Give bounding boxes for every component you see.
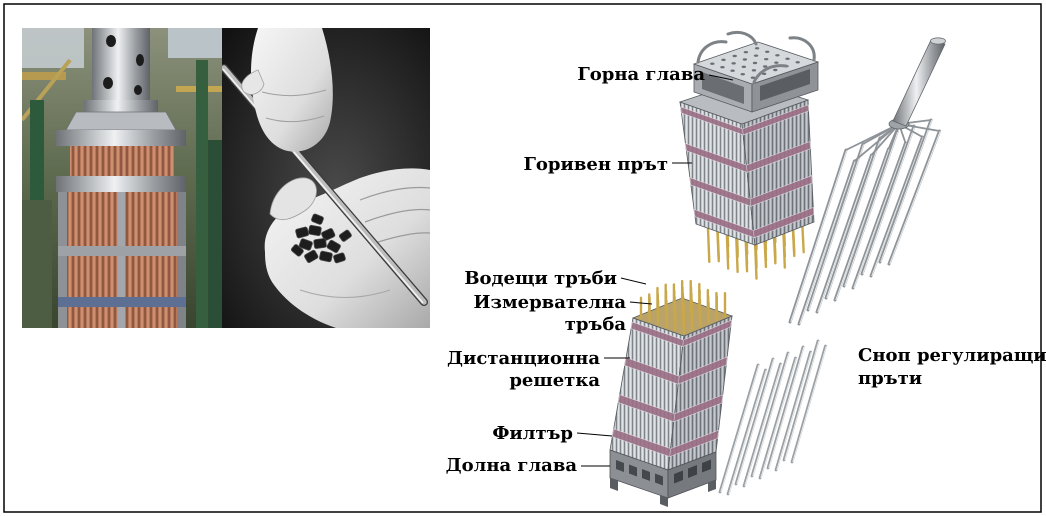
fuel-rod-end [708, 224, 710, 262]
assembly-center-strip [118, 192, 125, 328]
label-instrument-tube-line1: Измервателна [474, 292, 627, 313]
label-filter: Филтър [492, 423, 573, 444]
assembly-top-cylinder [92, 28, 150, 106]
hall-window [168, 28, 222, 58]
nozzle-tube-hole [721, 59, 725, 61]
nozzle-tube-hole [754, 54, 758, 56]
assembly-grid [56, 176, 186, 192]
assembly-grid [58, 297, 186, 307]
nozzle-tube-hole [731, 62, 735, 64]
fuel-rod-end [727, 231, 729, 269]
nozzle-tube-hole [775, 54, 779, 56]
nozzle-tube-hole [742, 66, 746, 68]
assembly-corner-strip [177, 192, 186, 328]
label-spacer-grid-line2: решетка [509, 370, 600, 391]
nozzle-tube-hole [752, 69, 756, 71]
label-top-nozzle: Горна глава [577, 64, 705, 85]
nozzle-tube-hole [720, 66, 724, 68]
nozzle-tube-hole [796, 61, 800, 63]
label-bottom-nozzle: Долна глава [446, 455, 578, 476]
bolt-hole [136, 54, 144, 66]
photo-fuel-rod-pellets [222, 28, 430, 328]
hall-window [22, 28, 84, 68]
nozzle-tube-hole [774, 61, 778, 63]
nozzle-tube-hole [744, 51, 748, 53]
label-control-rod-cluster-line1: Сноп регулиращи [858, 345, 1046, 366]
photo-fuel-assembly [22, 28, 222, 328]
fuel-rod-end [755, 241, 757, 279]
fuel-pellet [319, 251, 333, 262]
bolt-hole [103, 77, 113, 89]
fuel-pellet [308, 225, 321, 236]
green-column [208, 140, 222, 328]
spider-cap [931, 38, 946, 44]
assembly-grid [58, 246, 186, 256]
label-spacer-grid-line1: Дистанционна [447, 348, 600, 369]
nozzle-tube-hole [743, 58, 747, 60]
label-fuel-rod: Горивен прът [524, 154, 669, 175]
hall-equipment [22, 200, 52, 328]
bolt-hole [106, 35, 116, 47]
nozzle-tube-hole [710, 63, 714, 65]
green-column [196, 60, 208, 328]
fuel-pellet [314, 238, 327, 249]
label-guide-tubes: Водещи тръби [464, 268, 617, 289]
assembly-head-band [56, 130, 186, 146]
label-control-rod-cluster-line2: пръти [858, 368, 922, 389]
nozzle-tube-hole [733, 55, 737, 57]
nozzle-tube-hole [765, 51, 769, 53]
label-instrument-tube-line2: тръба [565, 314, 627, 335]
nozzle-tube-hole [773, 69, 777, 71]
nozzle-tube-hole [730, 70, 734, 72]
bolt-hole [134, 85, 142, 95]
assembly-upper-rods [70, 146, 174, 178]
assembly-corner-strip [58, 192, 67, 328]
nozzle-tube-hole [764, 58, 768, 60]
assembly-head-flange [66, 112, 176, 130]
nozzle-tube-hole [753, 62, 757, 64]
fuel-rod-end [736, 234, 738, 272]
fuel-rod-end [783, 230, 785, 268]
nozzle-tube-hole [755, 47, 759, 49]
nozzle-tube-hole [741, 73, 745, 75]
nozzle-tube-hole [785, 58, 789, 60]
